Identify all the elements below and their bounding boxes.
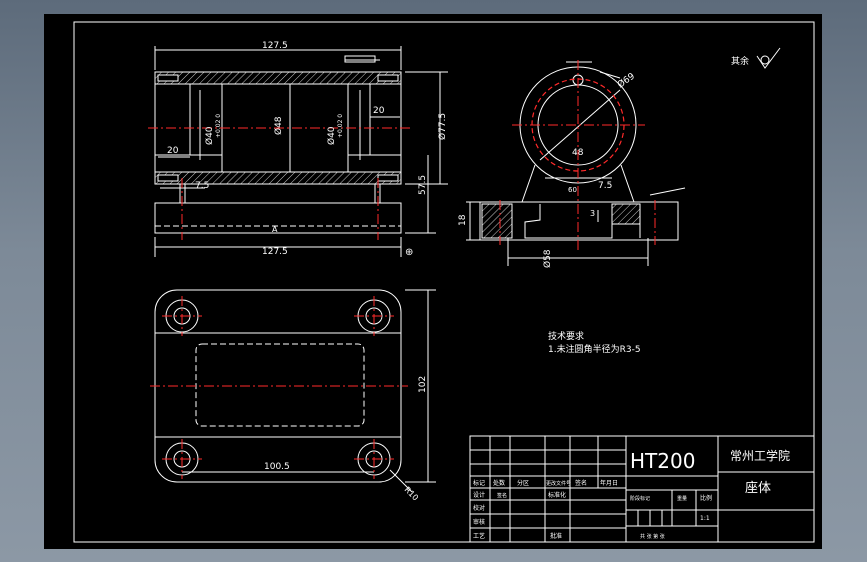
dim-side-width: Ø58 bbox=[542, 249, 553, 268]
dim-side-base-height: 18 bbox=[458, 214, 468, 226]
front-bottom-wall bbox=[154, 171, 402, 185]
front-centerlines bbox=[148, 127, 410, 240]
dim-front-step-left: 20 bbox=[167, 146, 179, 156]
roughness-label: 其余 bbox=[731, 55, 749, 67]
row-label-zone: 分区 bbox=[517, 479, 529, 487]
front-base bbox=[154, 202, 402, 234]
label-design: 设计 bbox=[473, 491, 485, 499]
label-standardize: 标准化 bbox=[548, 491, 566, 499]
label-sheet: 共 张 第 张 bbox=[640, 533, 665, 540]
row-label-sign: 签名 bbox=[575, 479, 587, 487]
dim-side-step: 3 bbox=[590, 209, 595, 218]
notes-line1: 1.未注圆角半径为R3-5 bbox=[548, 343, 641, 355]
dim-top-length: 100.5 bbox=[264, 462, 290, 472]
row-label-count: 处数 bbox=[493, 479, 505, 487]
top-centerlines bbox=[150, 296, 408, 479]
label-scale: 比例 bbox=[700, 494, 712, 502]
dim-side-inner: 48 bbox=[572, 148, 584, 158]
label-process: 工艺 bbox=[473, 532, 485, 540]
dim-side-offset: 7.5 bbox=[598, 181, 612, 191]
dim-side-left: 60 bbox=[568, 186, 577, 194]
technical-notes: 技术要求 1.未注圆角半径为R3-5 bbox=[548, 330, 641, 355]
label-signature: 签名 bbox=[497, 492, 507, 499]
dim-front-flange: 7.5 bbox=[195, 181, 209, 191]
part-name: 座体 bbox=[745, 481, 771, 496]
row-label-doc: 更改文件号 bbox=[546, 480, 571, 487]
dim-front-step-right: 20 bbox=[373, 106, 385, 116]
label-check: 校对 bbox=[473, 504, 485, 512]
dim-front-bore-left-tol: +0.02 0 bbox=[215, 114, 222, 138]
dim-top-width: 102 bbox=[418, 376, 428, 393]
side-centerlines bbox=[499, 60, 656, 250]
symbol-position: ⊕ bbox=[405, 247, 413, 258]
side-base bbox=[479, 201, 679, 241]
label-review: 审核 bbox=[473, 518, 485, 526]
front-view-labels: 127.5 127.5 20 20 7.5 A ⊕ Ø48 Ø40 +0.02 … bbox=[167, 41, 448, 258]
drawing-frame bbox=[73, 21, 815, 543]
title-block bbox=[469, 435, 815, 543]
dim-front-top: 127.5 bbox=[262, 41, 288, 51]
row-label-date: 年月日 bbox=[600, 479, 618, 487]
side-dashed-ring bbox=[531, 78, 625, 172]
school-name: 常州工学院 bbox=[730, 448, 790, 463]
material-label: HT200 bbox=[630, 449, 695, 473]
dim-front-bore-right: Ø40 bbox=[326, 126, 337, 145]
scale-value: 1:1 bbox=[700, 515, 710, 522]
roughness-icon bbox=[756, 47, 781, 69]
notes-title: 技术要求 bbox=[548, 330, 584, 342]
dim-front-height: 57.5 bbox=[418, 175, 428, 195]
dim-front-bore-left: Ø40 bbox=[204, 126, 215, 145]
dim-front-bore-center: Ø48 bbox=[273, 116, 284, 135]
front-view bbox=[154, 46, 448, 257]
label-stage-mark: 阶段标记 bbox=[630, 495, 650, 502]
label-approve: 批准 bbox=[550, 532, 562, 540]
front-top-wall bbox=[154, 71, 402, 85]
label-a: A bbox=[272, 225, 278, 234]
dim-front-outer: Ø77.5 bbox=[437, 113, 448, 140]
title-block-text: HT200 常州工学院 座体 标记 处数 分区 更改文件号 签名 年月日 设计 … bbox=[473, 448, 790, 540]
drawing-sheet bbox=[44, 14, 822, 549]
label-weight: 重量 bbox=[677, 495, 687, 502]
row-label-mark: 标记 bbox=[473, 479, 485, 487]
dim-front-bottom: 127.5 bbox=[262, 247, 288, 257]
dim-front-bore-right-tol: +0.02 0 bbox=[337, 114, 344, 138]
top-cavity bbox=[195, 343, 365, 427]
roughness-symbol: 其余 bbox=[731, 47, 781, 69]
